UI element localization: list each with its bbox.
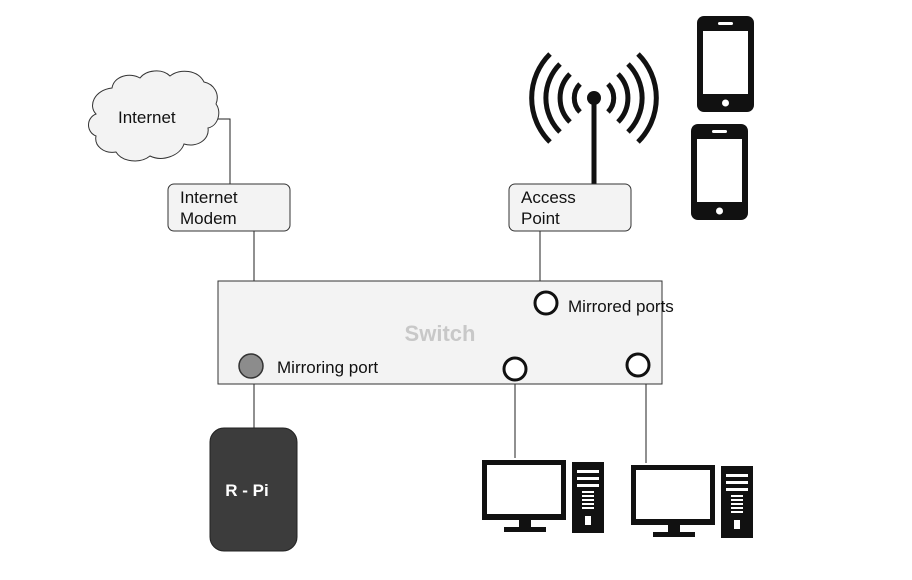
smartphone-icon: [697, 16, 754, 112]
desktop-computer-icon: [631, 465, 753, 538]
desktop-computer-icon: [482, 460, 604, 533]
switch: Switch Mirrored ports Mirroring port: [217, 280, 674, 385]
switch-label: Switch: [405, 321, 476, 346]
mirrored-port: [533, 290, 559, 316]
raspberry-pi: R - Pi: [209, 427, 298, 552]
switch-box: [217, 280, 663, 385]
connection-wires: [214, 118, 647, 463]
mirroring-port: [238, 353, 264, 379]
internet-modem: Internet Modem: [167, 183, 291, 232]
modem-label-line1: Internet: [180, 188, 238, 207]
mirrored-port: [625, 352, 651, 378]
cloud-icon: [88, 70, 220, 162]
access-point-label-line1: Access: [521, 188, 576, 207]
mirrored-ports-label: Mirrored ports: [568, 297, 674, 316]
smartphone-icon: [691, 124, 748, 220]
modem-label-line2: Modem: [180, 209, 237, 228]
modem-box: [167, 183, 291, 232]
access-point-label-line2: Point: [521, 209, 560, 228]
rpi-box: [209, 427, 298, 552]
mirroring-port-label: Mirroring port: [277, 358, 378, 377]
access-point: Access Point: [508, 183, 632, 232]
wire-cloud-to-modem: [214, 118, 231, 184]
access-point-box: [508, 183, 632, 232]
antenna-icon: [529, 52, 659, 184]
internet-cloud: Internet: [88, 70, 220, 162]
internet-label: Internet: [118, 108, 176, 127]
rpi-label: R - Pi: [225, 481, 268, 500]
mirrored-port: [502, 356, 528, 382]
